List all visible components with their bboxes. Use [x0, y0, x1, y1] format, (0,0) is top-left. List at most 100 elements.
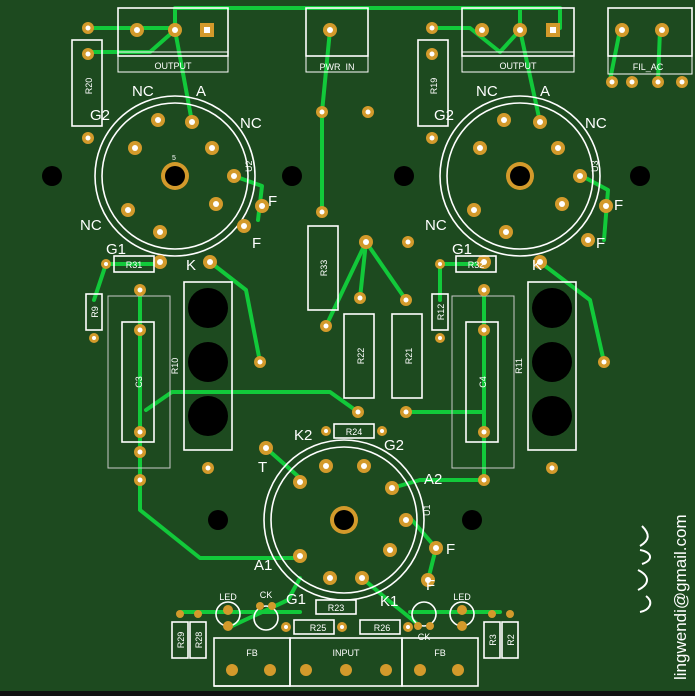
ck-left: CK: [253, 590, 279, 631]
resistor-r24: R24: [321, 423, 387, 439]
svg-text:CK: CK: [418, 632, 431, 642]
resistor-r11-capacitor-c4: C4 R11: [451, 281, 610, 486]
resistor-r2: R2: [501, 610, 519, 659]
resistor-r9: R9: [85, 293, 103, 343]
email-text: lingwendi@gmail.com: [671, 514, 690, 680]
u1-k1: K1: [380, 593, 398, 610]
mount-hole-1: [42, 166, 62, 186]
connector-output-right: OUTPUT: [461, 7, 575, 73]
svg-text:R33: R33: [319, 260, 329, 277]
led-left: LED: [215, 592, 241, 631]
resistor-r32: R32: [435, 255, 497, 273]
svg-text:R21: R21: [404, 348, 414, 365]
resistor-r10-capacitor-c3: C3 R10: [107, 281, 266, 486]
svg-text:PWR_IN: PWR_IN: [319, 62, 354, 72]
u2-a: A: [196, 83, 206, 100]
led-right: LED: [449, 592, 475, 631]
trace-k1: [360, 576, 422, 628]
svg-text:FIL_AC: FIL_AC: [633, 62, 664, 72]
trace-k2: [264, 446, 302, 480]
trace-r33-r22: [324, 240, 368, 328]
u2-k: K: [186, 257, 196, 274]
trace-out-right: [430, 26, 522, 54]
svg-text:C4: C4: [478, 376, 488, 388]
svg-text:R20: R20: [84, 78, 94, 95]
svg-text:FB: FB: [434, 648, 446, 658]
svg-text:C3: C3: [134, 376, 144, 388]
svg-text:LED: LED: [219, 592, 237, 602]
svg-text:R23: R23: [328, 603, 345, 613]
resistor-r19: R19: [417, 22, 449, 144]
trace-c3: [138, 288, 302, 560]
u1-k2: K2: [294, 427, 312, 444]
u2-pin-5: 5: [172, 155, 176, 162]
svg-text:R24: R24: [346, 427, 363, 437]
connector-fb-right: FB: [401, 637, 479, 687]
svg-text:R28: R28: [194, 632, 204, 649]
svg-text:R19: R19: [429, 78, 439, 95]
svg-text:R22: R22: [356, 348, 366, 365]
svg-text:R29: R29: [176, 632, 186, 649]
u3-f2: F: [596, 235, 605, 252]
mount-holes: [42, 166, 650, 530]
tube-socket-u2: 5 U2 NC A G2 NC F F NC G1 K: [80, 83, 277, 274]
svg-text:R32: R32: [468, 260, 485, 270]
u2-nc-right: NC: [240, 115, 262, 132]
u3-a: A: [540, 83, 550, 100]
u2-nc-left: NC: [80, 217, 102, 234]
resistor-r23: R23: [315, 599, 357, 615]
svg-text:R12: R12: [436, 304, 446, 321]
mount-hole-5: [208, 510, 228, 530]
svg-text:R31: R31: [126, 260, 143, 270]
mount-hole-4: [630, 166, 650, 186]
svg-text:R2: R2: [506, 634, 516, 646]
resistor-r26: R26: [359, 619, 413, 635]
resistor-r22: R22: [343, 292, 375, 418]
u3-k: K: [532, 257, 542, 274]
u3-nc-left: NC: [425, 217, 447, 234]
u1-t: T: [258, 459, 267, 476]
u1-f1: F: [446, 541, 455, 558]
trace-fil-right: [580, 174, 610, 242]
u2-g2: G2: [90, 107, 110, 124]
resistor-r28: R28: [189, 610, 207, 659]
u2-nc-top: NC: [132, 83, 154, 100]
svg-text:R25: R25: [310, 623, 327, 633]
tube-socket-u3: U3 NC A G2 NC F F NC G1 K: [425, 83, 623, 274]
trace-anode-left: [173, 28, 194, 124]
signature-logo: [637, 525, 652, 613]
u1-a2: A2: [424, 471, 442, 488]
svg-text:R11: R11: [514, 358, 524, 374]
svg-text:INPUT: INPUT: [333, 648, 361, 658]
svg-text:U3: U3: [590, 160, 600, 172]
resistor-r31: R31: [101, 255, 155, 273]
u2-f1: F: [268, 193, 277, 210]
u3-g2: G2: [434, 107, 454, 124]
resistor-r29: R29: [171, 610, 189, 659]
u1-g1: G1: [286, 591, 306, 608]
connector-fil-ac: FIL_AC: [606, 7, 693, 88]
svg-text:OUTPUT: OUTPUT: [500, 61, 538, 71]
mount-hole-3: [394, 166, 414, 186]
trace-k-left: [208, 260, 262, 364]
trace-mid1: [358, 240, 368, 300]
u3-f1: F: [614, 197, 623, 214]
svg-text:R3: R3: [488, 634, 498, 646]
trace-g1-bottom: [230, 576, 302, 628]
resistor-r3: R3: [483, 610, 501, 659]
trace-anode-right: [518, 28, 542, 124]
svg-text:R9: R9: [90, 306, 100, 318]
u3-nc-right: NC: [585, 115, 607, 132]
connector-pwr-in: PWR_IN: [305, 7, 374, 218]
trace-mid2: [364, 240, 408, 302]
trace-fil1: [608, 28, 622, 82]
u2-g1: G1: [106, 241, 126, 258]
u3-nc-top: NC: [476, 83, 498, 100]
resistor-r25: R25: [281, 619, 347, 635]
mount-hole-6: [462, 510, 482, 530]
mount-hole-2: [282, 166, 302, 186]
svg-text:FB: FB: [246, 648, 258, 658]
trace-fil2: [656, 28, 662, 82]
svg-text:R10: R10: [170, 358, 180, 375]
